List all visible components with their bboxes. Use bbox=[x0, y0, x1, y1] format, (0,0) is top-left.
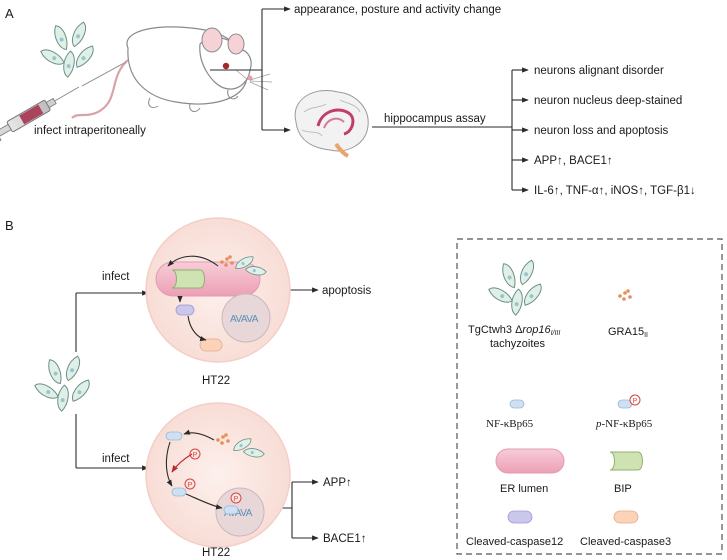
dna-strand: AVAVA bbox=[230, 314, 259, 325]
legend-tachyzoite-icon bbox=[486, 258, 546, 317]
bip-shape bbox=[171, 269, 205, 289]
legend-caspase12-icon bbox=[507, 510, 533, 524]
inject-caption: infect intraperitoneally bbox=[34, 125, 146, 137]
bace1-label: BACE1↑ bbox=[323, 533, 366, 545]
nfkb-1 bbox=[165, 431, 183, 441]
phospho-mark-3: P bbox=[234, 496, 239, 503]
nucleus-bottom bbox=[215, 487, 265, 537]
hippocampus-assay-label: hippocampus assay bbox=[384, 113, 486, 125]
panel-b-flow-lines bbox=[75, 287, 319, 541]
nfkb-3 bbox=[223, 505, 239, 515]
panel-a-flow-lines bbox=[210, 6, 529, 193]
legend-er-label: ER lumen bbox=[500, 483, 548, 495]
toxoplasma-cluster-icon-b bbox=[32, 354, 94, 413]
legend-caspase12-label: Cleaved-caspase12 bbox=[466, 536, 563, 548]
outcome-neuron-loss: neuron loss and apoptosis bbox=[534, 125, 669, 137]
legend-er-icon bbox=[495, 448, 565, 474]
phospho-mark-1: P bbox=[193, 452, 198, 459]
legend-bip-icon bbox=[609, 451, 643, 471]
legend-bip-label: BIP bbox=[614, 483, 632, 495]
legend-p-nfkb-label: p-NF-κBp65 bbox=[595, 418, 653, 430]
mouse-icon bbox=[71, 26, 273, 119]
panel-b-label: B bbox=[5, 218, 14, 233]
legend-p-nfkb-icon: P bbox=[617, 394, 641, 409]
nfkb-2 bbox=[171, 487, 187, 497]
legend-nfkb-icon bbox=[509, 399, 525, 409]
outcome-cytokines: IL-6↑, TNF-α↑, iNOS↑, TGF-β1↓ bbox=[534, 185, 696, 197]
legend-box bbox=[456, 238, 723, 555]
legend-caspase3-label: Cleaved-caspase3 bbox=[580, 536, 671, 548]
infect-top-label: infect bbox=[102, 271, 130, 283]
ht22-cell-bottom: AVAVA P P P bbox=[145, 402, 291, 548]
legend-caspase3-icon bbox=[613, 510, 639, 524]
ht22-cell-top: AVAVA bbox=[145, 217, 291, 363]
legend-tachyzoite-label: TgCtwh3 Δrop16I/III bbox=[468, 324, 560, 337]
caspase3 bbox=[199, 338, 223, 352]
dna-strand-bottom: AVAVA bbox=[224, 508, 253, 519]
syringe-icon bbox=[0, 61, 127, 143]
gra15-dots bbox=[220, 255, 234, 267]
nucleus bbox=[221, 293, 271, 343]
legend-gra15-label: GRA15II bbox=[608, 326, 648, 339]
legend-p-mark: P bbox=[633, 398, 638, 405]
infect-bottom-label: infect bbox=[102, 453, 130, 465]
legend-tachyzoite-line2: tachyzoites bbox=[490, 338, 546, 350]
cell-bottom-label: HT22 bbox=[202, 547, 230, 559]
legend-gra15-icon bbox=[618, 289, 632, 301]
outcome-neurons-alignant: neurons alignant disorder bbox=[534, 65, 664, 77]
apoptosis-label: apoptosis bbox=[322, 285, 371, 297]
panel-a-label: A bbox=[5, 6, 14, 21]
legend-nfkb-label: NF-κBp65 bbox=[486, 418, 534, 430]
brain-icon bbox=[294, 90, 369, 158]
app-label: APP↑ bbox=[323, 477, 352, 489]
outcome-app-bace1: APP↑, BACE1↑ bbox=[534, 155, 613, 167]
phospho-mark-2: P bbox=[188, 482, 193, 489]
toxoplasma-cluster-icon bbox=[38, 20, 98, 79]
outcome-nucleus-stained: neuron nucleus deep-stained bbox=[534, 95, 682, 107]
gra15-dots-bottom bbox=[216, 433, 230, 445]
top-branch-text: appearance, posture and activity change bbox=[294, 4, 501, 16]
cell-top-label: HT22 bbox=[202, 375, 230, 387]
caspase12 bbox=[175, 304, 195, 316]
